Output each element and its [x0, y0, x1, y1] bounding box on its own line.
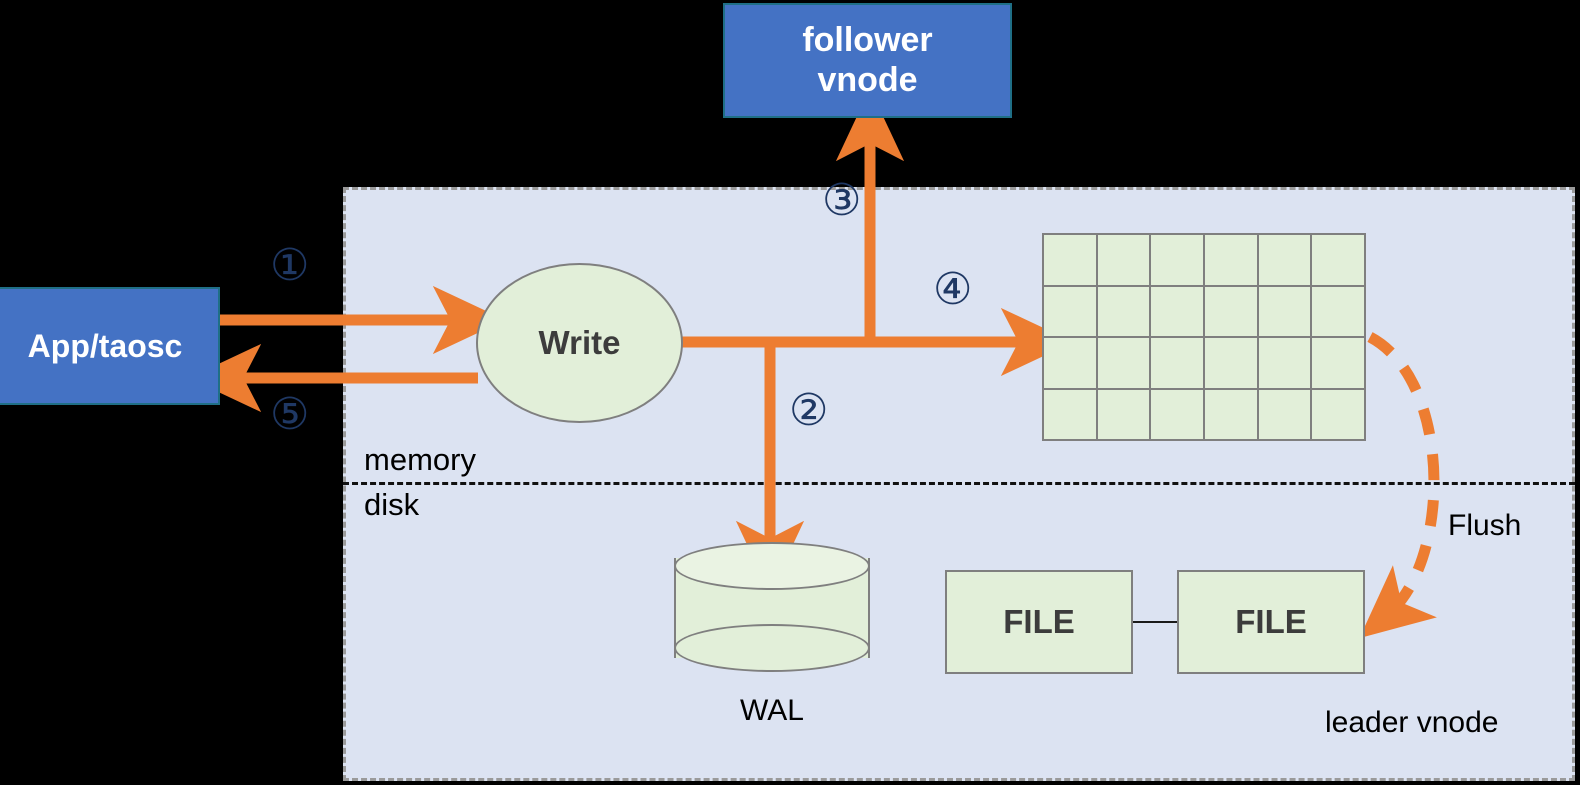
write-label: Write: [538, 324, 621, 361]
step-marker-5: ⑤: [270, 389, 310, 440]
disk-label: disk: [364, 487, 420, 522]
step-marker-1: ①: [270, 240, 310, 291]
memtable-cell: [1258, 235, 1311, 285]
memtable-cell: [1151, 389, 1203, 439]
file-box-right[interactable]: FILE: [1177, 570, 1365, 674]
memtable-cell: [1097, 338, 1150, 388]
memtable-cell: [1151, 286, 1203, 336]
file-box-right-label: FILE: [1235, 603, 1307, 640]
wal-cylinder-bottom: [674, 624, 870, 672]
memtable-cell: [1097, 235, 1150, 285]
memory-disk-divider: [343, 482, 1575, 485]
step-marker-2: ②: [789, 385, 829, 436]
memtable-cell: [1151, 235, 1203, 285]
memtable-cell: [1097, 286, 1150, 336]
file-connector-line: [1133, 621, 1177, 623]
wal-cylinder-top: [674, 542, 870, 590]
file-box-left-label: FILE: [1003, 603, 1075, 640]
memtable-cell: [1044, 286, 1096, 336]
memtable-cell: [1258, 338, 1311, 388]
memtable-cell: [1312, 338, 1364, 388]
flush-label: Flush: [1448, 509, 1522, 542]
memtable-cell: [1205, 235, 1257, 285]
memtable-cell: [1097, 389, 1150, 439]
memtable-cell: [1151, 338, 1203, 388]
memtable-cell: [1312, 286, 1364, 336]
write-node[interactable]: Write: [476, 263, 683, 423]
memory-label: memory: [364, 442, 476, 477]
step-marker-3: ③: [822, 175, 862, 226]
memtable-cell: [1258, 286, 1311, 336]
app-taosc-box[interactable]: App/taosc: [0, 287, 220, 405]
wal-label: WAL: [740, 694, 804, 727]
wal-cylinder[interactable]: [674, 542, 870, 674]
memtable-cell: [1205, 286, 1257, 336]
step-marker-4: ④: [933, 264, 973, 315]
leader-vnode-label: leader vnode: [1325, 706, 1499, 739]
app-taosc-label: App/taosc: [27, 327, 183, 364]
memtable-cell: [1312, 235, 1364, 285]
memtable-cell: [1205, 389, 1257, 439]
follower-vnode-label: follower vnode: [802, 21, 933, 99]
memtable-cell: [1312, 389, 1364, 439]
file-box-left[interactable]: FILE: [945, 570, 1133, 674]
memtable-grid[interactable]: [1042, 233, 1366, 441]
memtable-cell: [1044, 338, 1096, 388]
memtable-cell: [1258, 389, 1311, 439]
follower-vnode-box[interactable]: follower vnode: [723, 3, 1012, 118]
memtable-cell: [1044, 235, 1096, 285]
memtable-cell: [1205, 338, 1257, 388]
memtable-cell: [1044, 389, 1096, 439]
